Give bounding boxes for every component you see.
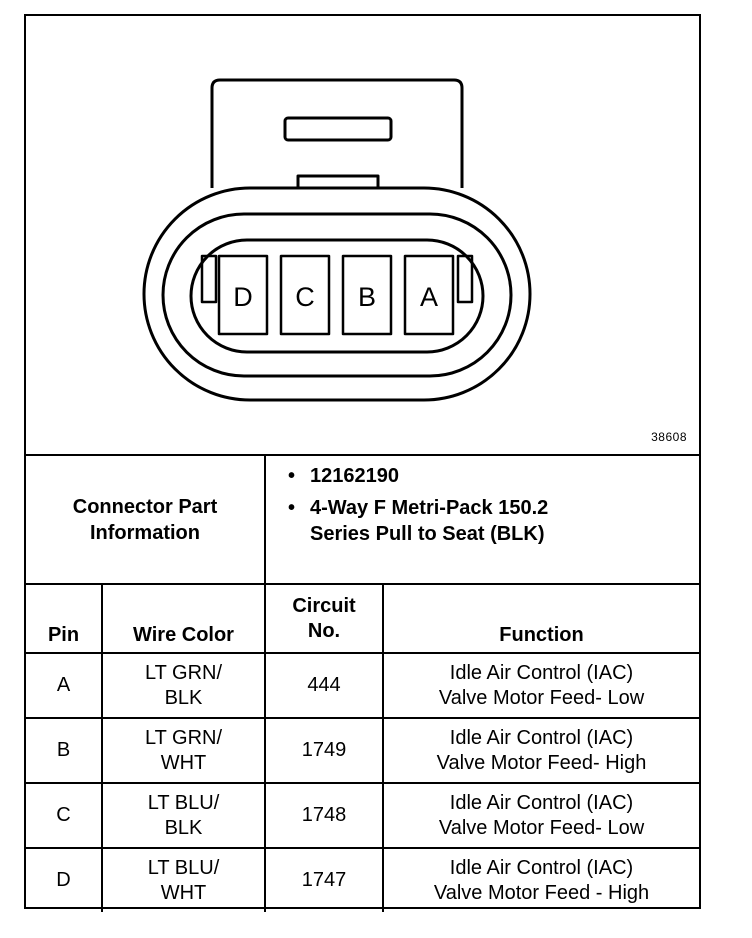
pin-cell: C <box>26 782 103 849</box>
connector-right-key <box>456 254 474 304</box>
function-line: Valve Motor Feed - High <box>433 881 650 904</box>
connector-inner-ring <box>161 212 513 378</box>
part-info-list: 12162190 4-Way F Metri-Pack 150.2 Series… <box>266 456 699 583</box>
cavity-label-b: B <box>358 282 376 312</box>
connector-drawing: D C B A <box>142 78 532 402</box>
header-circuit-line: Circuit <box>292 594 356 617</box>
header-circuit-no: Circuit No. <box>264 585 384 654</box>
wire-color-cell: LT BLU/ BLK <box>101 782 266 849</box>
wire-color-cell: LT GRN/ WHT <box>101 717 266 784</box>
part-info-label-line: Connector Part <box>72 495 218 518</box>
function-line: Idle Air Control (IAC) <box>449 661 634 684</box>
function-cell: Idle Air Control (IAC) Valve Motor Feed … <box>382 847 699 912</box>
wire-color-cell: LT GRN/ BLK <box>101 652 266 719</box>
function-line: Valve Motor Feed- High <box>436 751 647 774</box>
wire-color-line: BLK <box>164 686 203 709</box>
function-cell: Idle Air Control (IAC) Valve Motor Feed-… <box>382 717 699 784</box>
circuit-cell: 444 <box>264 652 384 719</box>
table-row: D LT BLU/ WHT 1747 Idle Air Control (IAC… <box>26 847 699 912</box>
pinout-header-row: Pin Wire Color Circuit No. Function <box>26 585 699 654</box>
wire-color-line: LT BLU/ <box>147 791 220 814</box>
part-number: 12162190 <box>288 463 699 489</box>
function-line: Idle Air Control (IAC) <box>449 856 634 879</box>
pin-cell: B <box>26 717 103 784</box>
table-row: A LT GRN/ BLK 444 Idle Air Control (IAC)… <box>26 652 699 719</box>
connector-latch-base <box>296 174 380 190</box>
header-pin: Pin <box>26 585 103 654</box>
connector-info-frame: D C B A 38608 Connector Part Information… <box>24 14 701 912</box>
wire-color-cell: LT BLU/ WHT <box>101 847 266 912</box>
cavity-d-box <box>217 254 269 336</box>
part-description: 4-Way F Metri-Pack 150.2 Series Pull to … <box>288 495 570 547</box>
cavity-b-box <box>341 254 393 336</box>
header-function: Function <box>382 585 699 654</box>
part-info-label-line: Information <box>90 521 200 544</box>
cavity-label-c: C <box>295 282 315 312</box>
circuit-cell: 1747 <box>264 847 384 912</box>
table-row: B LT GRN/ WHT 1749 Idle Air Control (IAC… <box>26 717 699 784</box>
part-info-label: Connector Part Information <box>26 456 266 583</box>
function-cell: Idle Air Control (IAC) Valve Motor Feed-… <box>382 782 699 849</box>
wire-color-line: LT BLU/ <box>147 856 220 879</box>
wire-color-line: WHT <box>160 751 207 774</box>
cavity-label-d: D <box>233 282 253 312</box>
wire-color-line: WHT <box>160 881 207 904</box>
wire-color-line: LT GRN/ <box>144 726 223 749</box>
circuit-cell: 1748 <box>264 782 384 849</box>
pin-cell: A <box>26 652 103 719</box>
function-cell: Idle Air Control (IAC) Valve Motor Feed-… <box>382 652 699 719</box>
connector-left-key <box>200 254 218 304</box>
circuit-cell: 1749 <box>264 717 384 784</box>
cavity-label-a: A <box>420 282 438 312</box>
header-wire-color: Wire Color <box>101 585 266 654</box>
wire-color-line: LT GRN/ <box>144 661 223 684</box>
table-row: C LT BLU/ BLK 1748 Idle Air Control (IAC… <box>26 782 699 849</box>
part-info-section: Connector Part Information 12162190 4-Wa… <box>26 456 699 585</box>
header-circuit-line: No. <box>307 619 341 642</box>
connector-latch-slot <box>283 116 393 142</box>
pinout-table: Pin Wire Color Circuit No. Function A LT… <box>26 585 699 912</box>
wire-color-line: BLK <box>164 816 203 839</box>
connector-outer-shell <box>142 186 532 402</box>
cavity-a-box <box>403 254 455 336</box>
function-line: Idle Air Control (IAC) <box>449 726 634 749</box>
cavity-c-box <box>279 254 331 336</box>
function-line: Idle Air Control (IAC) <box>449 791 634 814</box>
figure-number: 38608 <box>651 430 687 444</box>
connector-cavity-body <box>189 238 485 354</box>
function-line: Valve Motor Feed- Low <box>438 816 645 839</box>
connector-diagram: D C B A 38608 <box>26 16 699 456</box>
function-line: Valve Motor Feed- Low <box>438 686 645 709</box>
pin-cell: D <box>26 847 103 912</box>
connector-lock-tab <box>210 78 464 188</box>
